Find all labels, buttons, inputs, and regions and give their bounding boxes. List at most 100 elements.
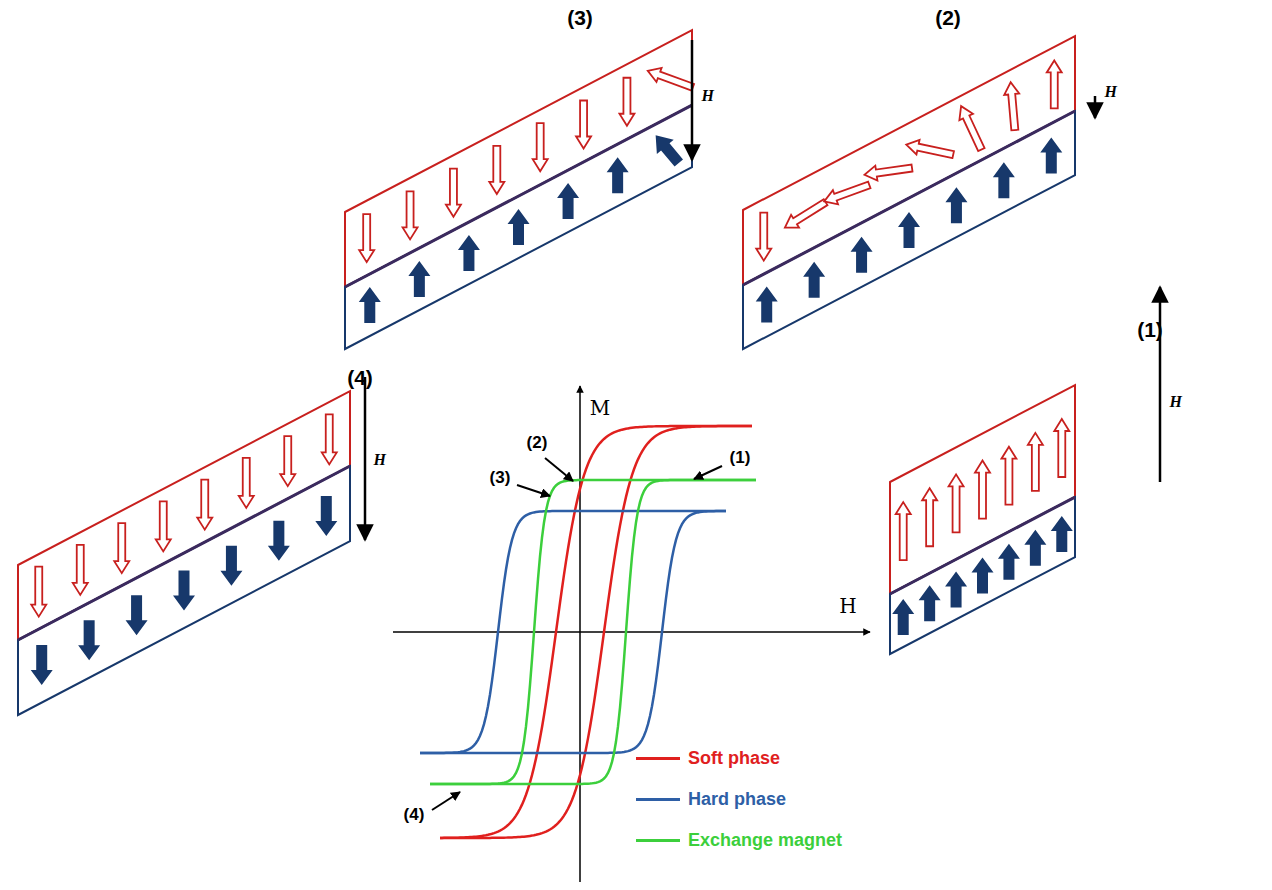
interface-line bbox=[345, 105, 692, 287]
soft-spin bbox=[1001, 447, 1016, 505]
legend-swatch bbox=[636, 757, 680, 760]
hard-layer bbox=[345, 105, 692, 349]
soft-spin bbox=[975, 461, 990, 519]
leader-arrow bbox=[517, 485, 550, 496]
legend-swatch bbox=[636, 839, 680, 842]
magnet-panel bbox=[890, 385, 1075, 654]
soft-loop bbox=[440, 426, 752, 838]
magnet-panel bbox=[18, 391, 350, 715]
hard-spin bbox=[126, 595, 148, 635]
field-arrow bbox=[1159, 287, 1162, 482]
hard-spin bbox=[919, 585, 941, 621]
soft-spin bbox=[949, 474, 964, 532]
callout-number: (4) bbox=[347, 366, 373, 390]
soft-spin bbox=[114, 523, 129, 573]
soft-spin bbox=[1003, 82, 1022, 131]
h-axis bbox=[393, 631, 870, 633]
legend-swatch bbox=[636, 798, 680, 801]
callout-number: (1) bbox=[730, 448, 751, 468]
hard-spin bbox=[851, 237, 873, 273]
soft-loop bbox=[440, 426, 752, 838]
legend-entry: Soft phase bbox=[636, 748, 780, 769]
hard-spin bbox=[458, 235, 480, 271]
soft-spin bbox=[489, 146, 504, 194]
field-arrow bbox=[691, 40, 694, 160]
exchange-loop bbox=[430, 480, 756, 784]
hard-spin bbox=[220, 546, 242, 586]
hard-spin bbox=[892, 599, 914, 635]
field-label: H⃗ bbox=[702, 87, 727, 105]
hard-spin bbox=[315, 496, 337, 536]
soft-spin bbox=[197, 480, 212, 530]
callout-number: (1) bbox=[1137, 318, 1163, 342]
soft-spin bbox=[645, 64, 695, 95]
callout-number: (3) bbox=[567, 6, 593, 30]
hard-spin bbox=[607, 157, 629, 193]
hard-layer bbox=[18, 466, 350, 715]
hard-layer bbox=[890, 497, 1075, 654]
hard-spin bbox=[557, 183, 579, 219]
legend-text: Hard phase bbox=[688, 789, 786, 810]
soft-spin bbox=[822, 178, 872, 209]
soft-spin bbox=[781, 196, 830, 234]
exchange-loop bbox=[430, 480, 756, 784]
hard-spin bbox=[1040, 137, 1062, 173]
soft-spin bbox=[239, 458, 254, 508]
hard-spin bbox=[173, 571, 195, 611]
leader-arrow bbox=[432, 792, 460, 810]
soft-spin bbox=[954, 103, 988, 153]
legend-entry: Exchange magnet bbox=[636, 830, 842, 851]
hard-spin bbox=[756, 287, 778, 323]
callout-number: (3) bbox=[490, 468, 511, 488]
soft-spin bbox=[73, 545, 88, 595]
soft-spin bbox=[31, 567, 46, 617]
hard-spin bbox=[998, 544, 1020, 580]
hard-spin bbox=[945, 571, 967, 607]
hard-spin bbox=[898, 212, 920, 248]
interface-line bbox=[18, 466, 350, 640]
hard-spin bbox=[268, 521, 290, 561]
soft-spin bbox=[756, 213, 771, 261]
field-label: H⃗ bbox=[1105, 83, 1130, 101]
soft-spin bbox=[863, 161, 913, 183]
hard-spin bbox=[408, 261, 430, 297]
soft-spin bbox=[619, 78, 634, 126]
soft-spin bbox=[922, 488, 937, 546]
field-label: H⃗ bbox=[1170, 393, 1195, 411]
soft-spin bbox=[322, 414, 337, 464]
legend-text: Exchange magnet bbox=[688, 830, 842, 851]
hard-spin bbox=[803, 262, 825, 298]
soft-spin bbox=[1047, 60, 1062, 108]
axis-label: M bbox=[590, 396, 610, 420]
soft-spin bbox=[1054, 419, 1069, 477]
field-arrow bbox=[364, 377, 367, 540]
legend-text: Soft phase bbox=[688, 748, 780, 769]
hard-spin bbox=[359, 287, 381, 323]
field-label: H⃗ bbox=[374, 451, 399, 469]
hard-spin bbox=[1024, 530, 1046, 566]
soft-spin bbox=[1028, 433, 1043, 491]
soft-spin bbox=[446, 169, 461, 217]
soft-spin bbox=[533, 123, 548, 171]
soft-spin bbox=[905, 137, 955, 162]
field-arrow bbox=[1094, 96, 1097, 118]
hard-loop bbox=[420, 511, 726, 753]
m-axis bbox=[579, 386, 581, 882]
legend-entry: Hard phase bbox=[636, 789, 786, 810]
interface-line bbox=[743, 111, 1075, 285]
axis-label: H bbox=[839, 594, 856, 618]
magnet-panel bbox=[345, 30, 695, 349]
callout-number: (2) bbox=[935, 6, 961, 30]
hard-spin bbox=[945, 187, 967, 223]
hard-spin bbox=[508, 209, 530, 245]
hard-spin bbox=[1051, 516, 1073, 552]
soft-spin bbox=[280, 436, 295, 486]
soft-spin bbox=[576, 100, 591, 148]
leader-arrow bbox=[694, 466, 722, 479]
hard-spin bbox=[972, 558, 994, 594]
hard-loop bbox=[420, 511, 726, 753]
hard-layer bbox=[743, 111, 1075, 349]
callout-number: (4) bbox=[404, 805, 425, 825]
hard-spin bbox=[647, 128, 687, 170]
hard-spin bbox=[993, 162, 1015, 198]
